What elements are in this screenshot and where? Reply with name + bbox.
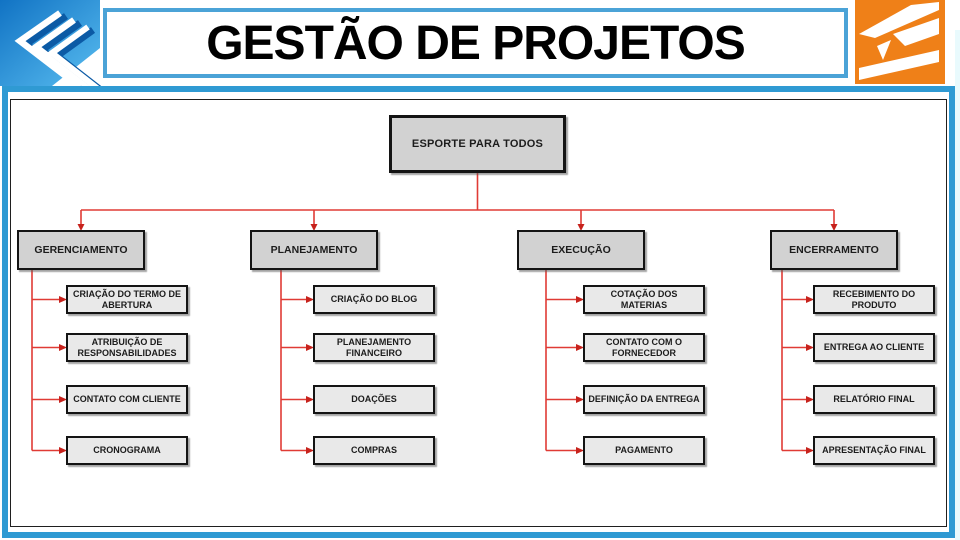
arrowhead-icon (306, 396, 314, 403)
arrowhead-icon (806, 344, 814, 351)
arrowhead-icon (310, 224, 318, 231)
branch-node-execucao: EXECUÇÃO (517, 230, 645, 270)
arrowhead-icon (806, 296, 814, 303)
arrowhead-icon (806, 396, 814, 403)
arrowhead-icon (306, 296, 314, 303)
leaf-node-0-1: ATRIBUIÇÃO DE RESPONSABILIDADES (66, 333, 188, 362)
leaf-node-3-3: APRESENTAÇÃO FINAL (813, 436, 935, 465)
leaf-node-2-1: CONTATO COM O FORNECEDOR (583, 333, 705, 362)
leaf-node-1-0: CRIAÇÃO DO BLOG (313, 285, 435, 314)
leaf-node-2-2: DEFINIÇÃO DA ENTREGA (583, 385, 705, 414)
arrowhead-icon (576, 296, 584, 303)
leaf-node-3-2: RELATÓRIO FINAL (813, 385, 935, 414)
arrowhead-icon (59, 447, 67, 454)
leaf-node-0-0: CRIAÇÃO DO TERMO DE ABERTURA (66, 285, 188, 314)
root-node: ESPORTE PARA TODOS (389, 115, 566, 173)
arrowhead-icon (59, 296, 67, 303)
branch-node-gerenciamento: GERENCIAMENTO (17, 230, 145, 270)
leaf-node-3-0: RECEBIMENTO DO PRODUTO (813, 285, 935, 314)
leaf-node-0-2: CONTATO COM CLIENTE (66, 385, 188, 414)
arrowhead-icon (77, 224, 85, 231)
arrowhead-icon (576, 344, 584, 351)
blue-chevron-arrows-icon (0, 0, 106, 94)
arrowhead-icon (576, 447, 584, 454)
arrowhead-icon (830, 224, 838, 231)
page-title: GESTÃO DE PROJETOS (206, 16, 746, 70)
arrowhead-icon (59, 344, 67, 351)
leaf-node-2-0: COTAÇÃO DOS MATERIAS (583, 285, 705, 314)
leaf-node-2-3: PAGAMENTO (583, 436, 705, 465)
leaf-node-3-1: ENTREGA AO CLIENTE (813, 333, 935, 362)
title-box: GESTÃO DE PROJETOS (103, 8, 848, 78)
branch-node-planejamento: PLANEJAMENTO (250, 230, 378, 270)
leaf-node-0-3: CRONOGRAMA (66, 436, 188, 465)
branch-node-encerramento: ENCERRAMENTO (770, 230, 898, 270)
leaf-node-1-3: COMPRAS (313, 436, 435, 465)
orange-pyramid-bands-icon (855, 0, 945, 84)
arrowhead-icon (806, 447, 814, 454)
arrowhead-icon (59, 396, 67, 403)
leaf-node-1-2: DOAÇÕES (313, 385, 435, 414)
arrowhead-icon (577, 224, 585, 231)
arrowhead-icon (576, 396, 584, 403)
arrowhead-icon (306, 344, 314, 351)
right-edge-strip (955, 30, 960, 540)
arrowhead-icon (306, 447, 314, 454)
leaf-node-1-1: PLANEJAMENTO FINANCEIRO (313, 333, 435, 362)
